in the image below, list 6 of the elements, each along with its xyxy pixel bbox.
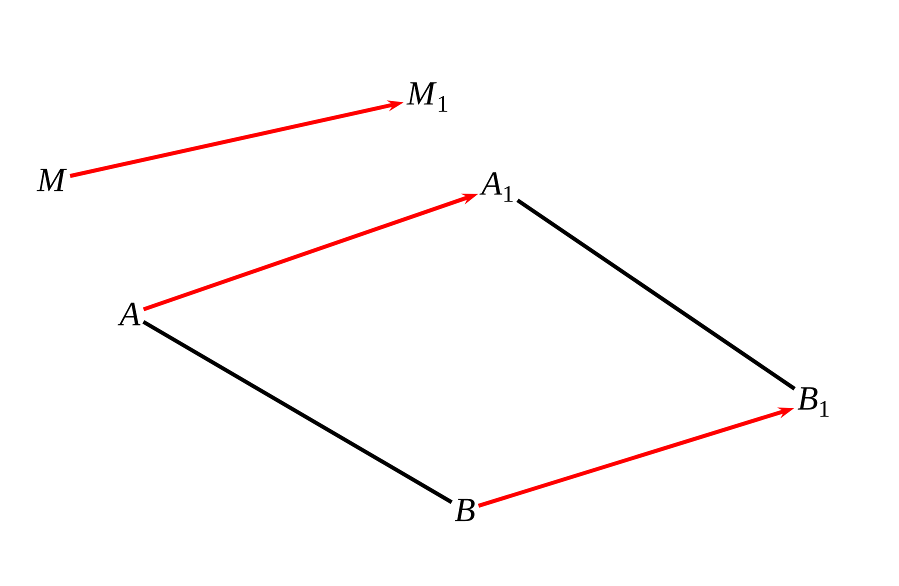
point-label: B bbox=[454, 498, 475, 522]
point-label: B$_{1}$ bbox=[798, 387, 829, 417]
point-label: A$_{1}$ bbox=[480, 172, 513, 202]
point-label: A bbox=[118, 302, 140, 326]
point-label: M bbox=[36, 168, 67, 192]
point-label: M$_{1}$ bbox=[406, 82, 448, 112]
